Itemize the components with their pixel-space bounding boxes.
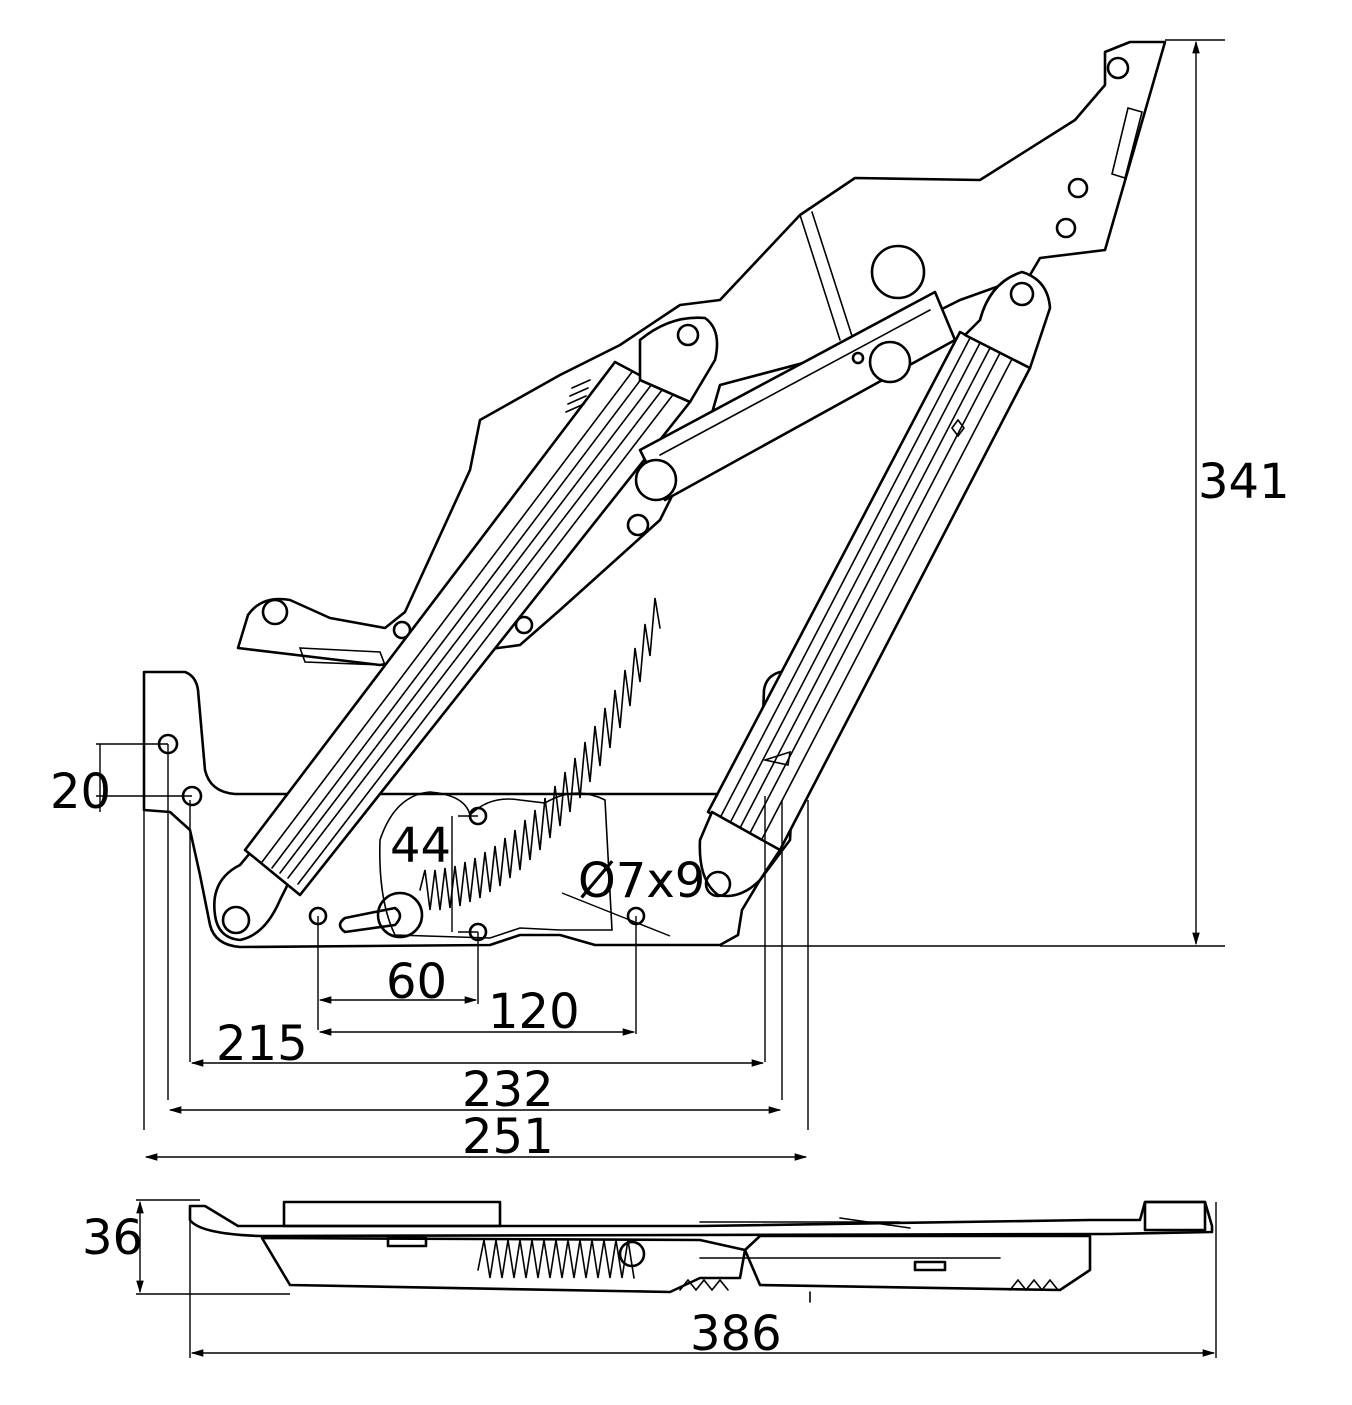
top-plate-slot: [1111, 107, 1143, 180]
side-view-mechanism: [188, 1200, 1214, 1303]
dim-44-label: 44: [390, 818, 451, 874]
side-tab: [913, 1260, 947, 1272]
right-strut-arm: [698, 270, 1052, 898]
base-plate: [142, 670, 810, 949]
side-tab: [386, 1236, 428, 1248]
top-plate-hole: [514, 615, 534, 635]
side-pivot: [618, 1240, 646, 1268]
dim-120-label: 120: [488, 984, 580, 1040]
dim-hole-diameter-label: Ø7x9: [578, 853, 705, 909]
top-plate-hole: [392, 620, 412, 640]
side-fin: [679, 1278, 1059, 1292]
top-plate-hole: [1055, 217, 1077, 239]
top-plate-hole: [261, 598, 289, 626]
dimension-lines: [96, 39, 1225, 1358]
side-link: [839, 1217, 911, 1229]
dim-232-label: 232: [462, 1062, 554, 1118]
tension-spring: [419, 597, 661, 911]
top-plate-pivot-hole: [870, 244, 926, 300]
dim-20-label: 20: [50, 764, 111, 820]
spring-hook-ring: [376, 891, 424, 939]
top-plate-hole: [1106, 56, 1130, 80]
side-housing-left: [260, 1236, 747, 1294]
dim-341-label: 341: [1198, 454, 1290, 510]
spring-pin: [338, 906, 402, 934]
dim-386-label: 386: [690, 1306, 782, 1362]
side-housing-right: [743, 1234, 1092, 1292]
top-plate-rib: [811, 211, 853, 337]
dim-60-label: 60: [386, 954, 447, 1010]
side-plate-top: [188, 1200, 1214, 1238]
side-block-right: [1143, 1200, 1207, 1232]
dim-36-label: 36: [82, 1210, 143, 1266]
base-cutout: [378, 791, 613, 939]
dim-215-label: 215: [216, 1016, 308, 1072]
side-spring: [477, 1239, 635, 1279]
top-plate-rib: [799, 214, 841, 341]
side-block: [282, 1200, 502, 1228]
dim-251-label: 251: [462, 1109, 554, 1165]
top-plate-hole: [1067, 177, 1089, 199]
left-strut-arm: [213, 316, 719, 942]
dimension-labels: 341 20 44 Ø7x9 60 120 215 232 251 36 386: [50, 454, 1290, 1362]
front-view-mechanism: [142, 40, 1167, 949]
